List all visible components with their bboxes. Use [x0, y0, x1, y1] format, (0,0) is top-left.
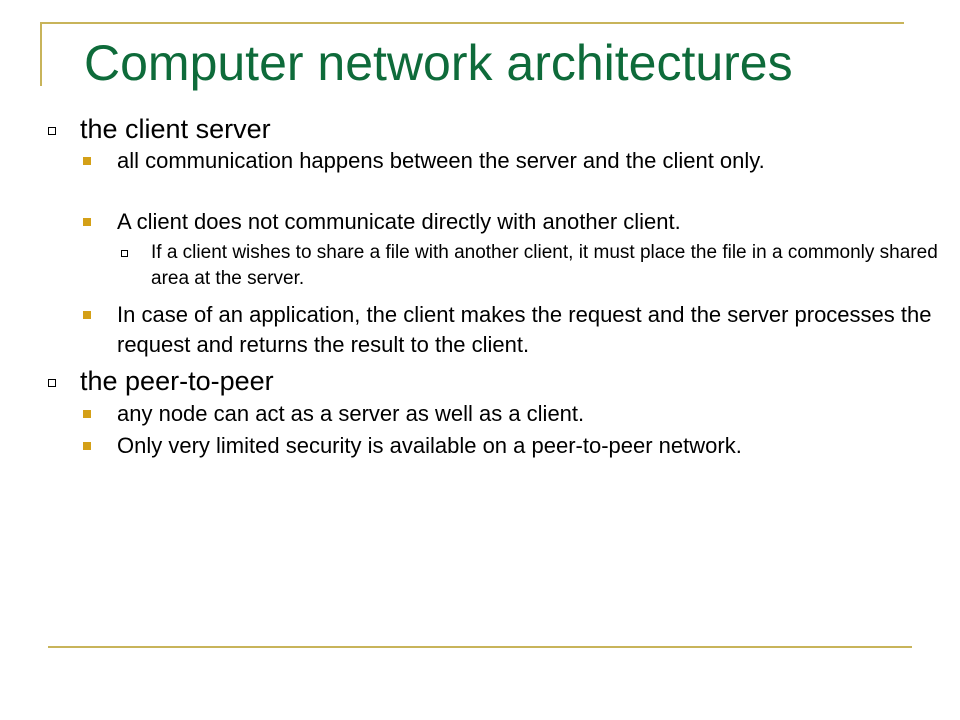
hollow-square-icon: [48, 127, 56, 135]
filled-square-icon: [83, 311, 91, 319]
sub-bullet-point: If a client wishes to share a file with …: [151, 242, 938, 289]
slide-title: Computer network architectures: [84, 35, 793, 91]
top-rule: [40, 22, 904, 24]
section-heading-client-server: the client server: [80, 114, 271, 144]
bullet-point: A client does not communicate directly w…: [117, 209, 681, 234]
bullet-point: any node can act as a server as well as …: [117, 401, 585, 426]
bullet-point: In case of an application, the client ma…: [117, 302, 932, 357]
filled-square-icon: [83, 442, 91, 450]
hollow-square-icon: [48, 379, 56, 387]
filled-square-icon: [83, 218, 91, 226]
bullet-point: Only very limited security is available …: [117, 433, 742, 458]
section-heading-peer-to-peer: the peer-to-peer: [80, 366, 274, 396]
bullet-point: all communication happens between the se…: [117, 148, 765, 173]
bottom-rule: [48, 646, 912, 648]
filled-square-icon: [83, 157, 91, 165]
filled-square-icon: [83, 410, 91, 418]
left-rule: [40, 22, 42, 86]
hollow-square-icon: [121, 250, 128, 257]
